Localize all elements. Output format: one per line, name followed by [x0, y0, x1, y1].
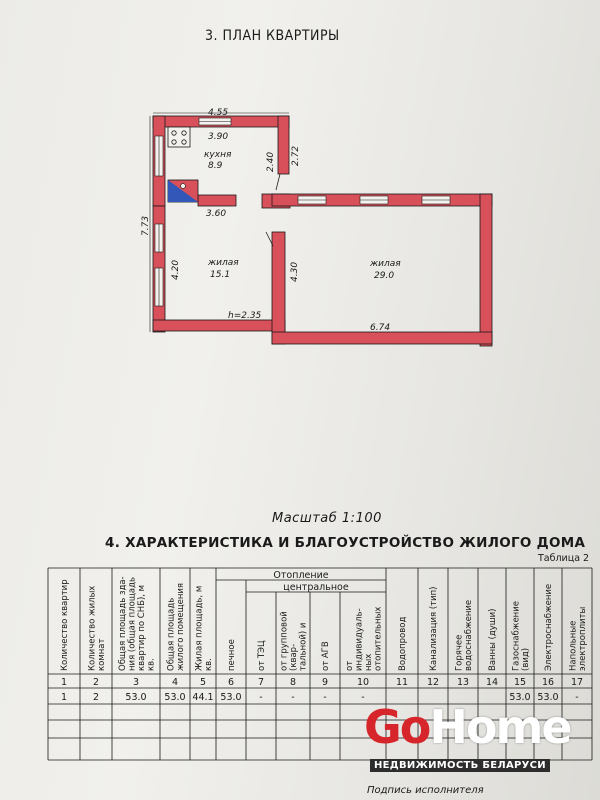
row1-cell-17: -	[575, 692, 578, 703]
header-col-14: Ванны (души)	[488, 609, 498, 671]
col-number-9: 9	[322, 677, 328, 688]
header-col-17: Напольные	[568, 621, 578, 671]
header-col-8: от групповой	[280, 611, 290, 671]
row1-cell-1: 1	[61, 692, 67, 703]
header-col-8: (квар-	[289, 644, 299, 671]
col-number-3: 3	[133, 677, 139, 688]
row1-cell-9: -	[323, 692, 326, 703]
header-col-17: электроплиты	[578, 607, 588, 671]
dim-room2-bottom: 6.74	[370, 323, 390, 333]
dim-kitchen-right-b: 2.72	[291, 146, 301, 166]
header-col-13: Горячее	[454, 635, 464, 671]
col-number-15: 15	[514, 677, 526, 688]
room2-name: жилая	[369, 259, 401, 269]
kitchen-area: 8.9	[208, 161, 223, 171]
col-number-5: 5	[200, 677, 206, 688]
table-caption: Таблица 2	[538, 553, 590, 564]
room2-area: 29.0	[374, 271, 394, 281]
plan-doors	[265, 173, 281, 247]
room1-name: жилая	[207, 258, 239, 268]
header-col-9: от АГВ	[321, 641, 331, 671]
header-col-3: ния (общая площадь	[127, 577, 137, 671]
heater-icon	[167, 179, 199, 203]
col-number-12: 12	[427, 677, 439, 688]
header-col-6: печное	[227, 639, 237, 671]
col-number-2: 2	[93, 677, 99, 688]
col-number-1: 1	[61, 677, 67, 688]
dim-kitchen-right-a: 2.40	[266, 152, 276, 172]
row1-cell-2: 2	[93, 692, 99, 703]
row1-cell-4: 53.0	[164, 692, 185, 703]
central-group-header: центральное	[283, 582, 349, 593]
header-col-10: ных	[364, 654, 374, 671]
header-col-7: от ТЭЦ	[257, 640, 267, 671]
col-number-7: 7	[258, 677, 264, 688]
row1-cell-8: -	[291, 692, 294, 703]
ceiling-height: h=2.35	[228, 311, 262, 321]
dim-left-outer: 7.73	[141, 216, 151, 236]
dim-kitchen-bottom: 3.60	[206, 209, 226, 219]
row1-cell-16: 53.0	[537, 692, 558, 703]
header-col-4: Общая площадь	[166, 598, 176, 671]
header-col-10: от	[345, 661, 355, 671]
header-col-13: водоснабжение	[464, 600, 474, 671]
header-col-11: Водопровод	[398, 617, 408, 671]
header-col-1: Количество квартир	[60, 579, 70, 671]
kitchen-name: кухня	[204, 150, 232, 160]
header-col-3: кв.	[146, 658, 156, 671]
col-number-13: 13	[457, 677, 469, 688]
section-4-title: 4. ХАРАКТЕРИСТИКА И БЛАГОУСТРОЙСТВО ЖИЛО…	[105, 535, 586, 551]
room1-area: 15.1	[210, 270, 230, 280]
header-col-16: Электроснабжение	[544, 584, 554, 671]
gohome-logo: GoHome НЕДВИЖИМОСТЬ БЕЛАРУСИ	[364, 700, 573, 774]
header-col-12: Канализация (тип)	[429, 587, 439, 672]
col-number-16: 16	[542, 677, 554, 688]
scale-label: Масштаб 1:100	[272, 511, 382, 526]
row1-cell-15: 53.0	[509, 692, 530, 703]
header-col-8: тальной) и	[299, 623, 309, 671]
logo-subtitle: НЕДВИЖИМОСТЬ БЕЛАРУСИ	[370, 759, 550, 772]
col-number-14: 14	[486, 677, 498, 688]
plan-windows	[154, 117, 451, 307]
dim-top-inner: 3.90	[208, 132, 228, 142]
header-col-5: Жилая площадь, м	[194, 586, 204, 671]
header-col-2: комнат	[97, 638, 107, 671]
section-3-title: 3. ПЛАН КВАРТИРЫ	[205, 28, 340, 44]
row1-cell-10: -	[361, 692, 364, 703]
stove-icon	[167, 126, 191, 148]
row1-cell-3: 53.0	[125, 692, 146, 703]
header-col-10: индивидуаль-	[354, 608, 364, 671]
header-col-10: отопительных	[373, 607, 383, 671]
header-col-15: (вид)	[521, 648, 531, 671]
row1-cell-6: 53.0	[220, 692, 241, 703]
heating-group-header: Отопление	[273, 570, 328, 581]
col-number-17: 17	[571, 677, 583, 688]
header-col-3: Общая площадь зда-	[118, 576, 128, 671]
row1-cell-7: -	[259, 692, 262, 703]
dim-top-outer: 4.55	[208, 108, 228, 118]
header-col-15: Газоснабжение	[511, 601, 521, 671]
header-col-4: жилого помещения	[176, 583, 186, 671]
header-col-2: Количество жилых	[87, 586, 97, 671]
col-number-8: 8	[290, 677, 296, 688]
dim-room1-right: 4.30	[290, 262, 300, 282]
signature-label: Подпись исполнителя	[367, 785, 484, 796]
row1-cell-5: 44.1	[192, 692, 213, 703]
col-number-4: 4	[172, 677, 178, 688]
col-number-10: 10	[357, 677, 369, 688]
header-col-5: кв.	[204, 658, 214, 671]
dim-room1-left: 4.20	[171, 260, 181, 280]
header-col-3: квартир по СНБ), м	[137, 585, 147, 671]
logo-wordmark: GoHome	[364, 700, 573, 754]
col-number-11: 11	[396, 677, 408, 688]
col-number-6: 6	[228, 677, 234, 688]
plan-dimension-lines	[149, 112, 289, 332]
floor-plan: 4.55 3.90 кухня 8.9 2.40 2.72 3.60 7.73 …	[141, 108, 493, 347]
